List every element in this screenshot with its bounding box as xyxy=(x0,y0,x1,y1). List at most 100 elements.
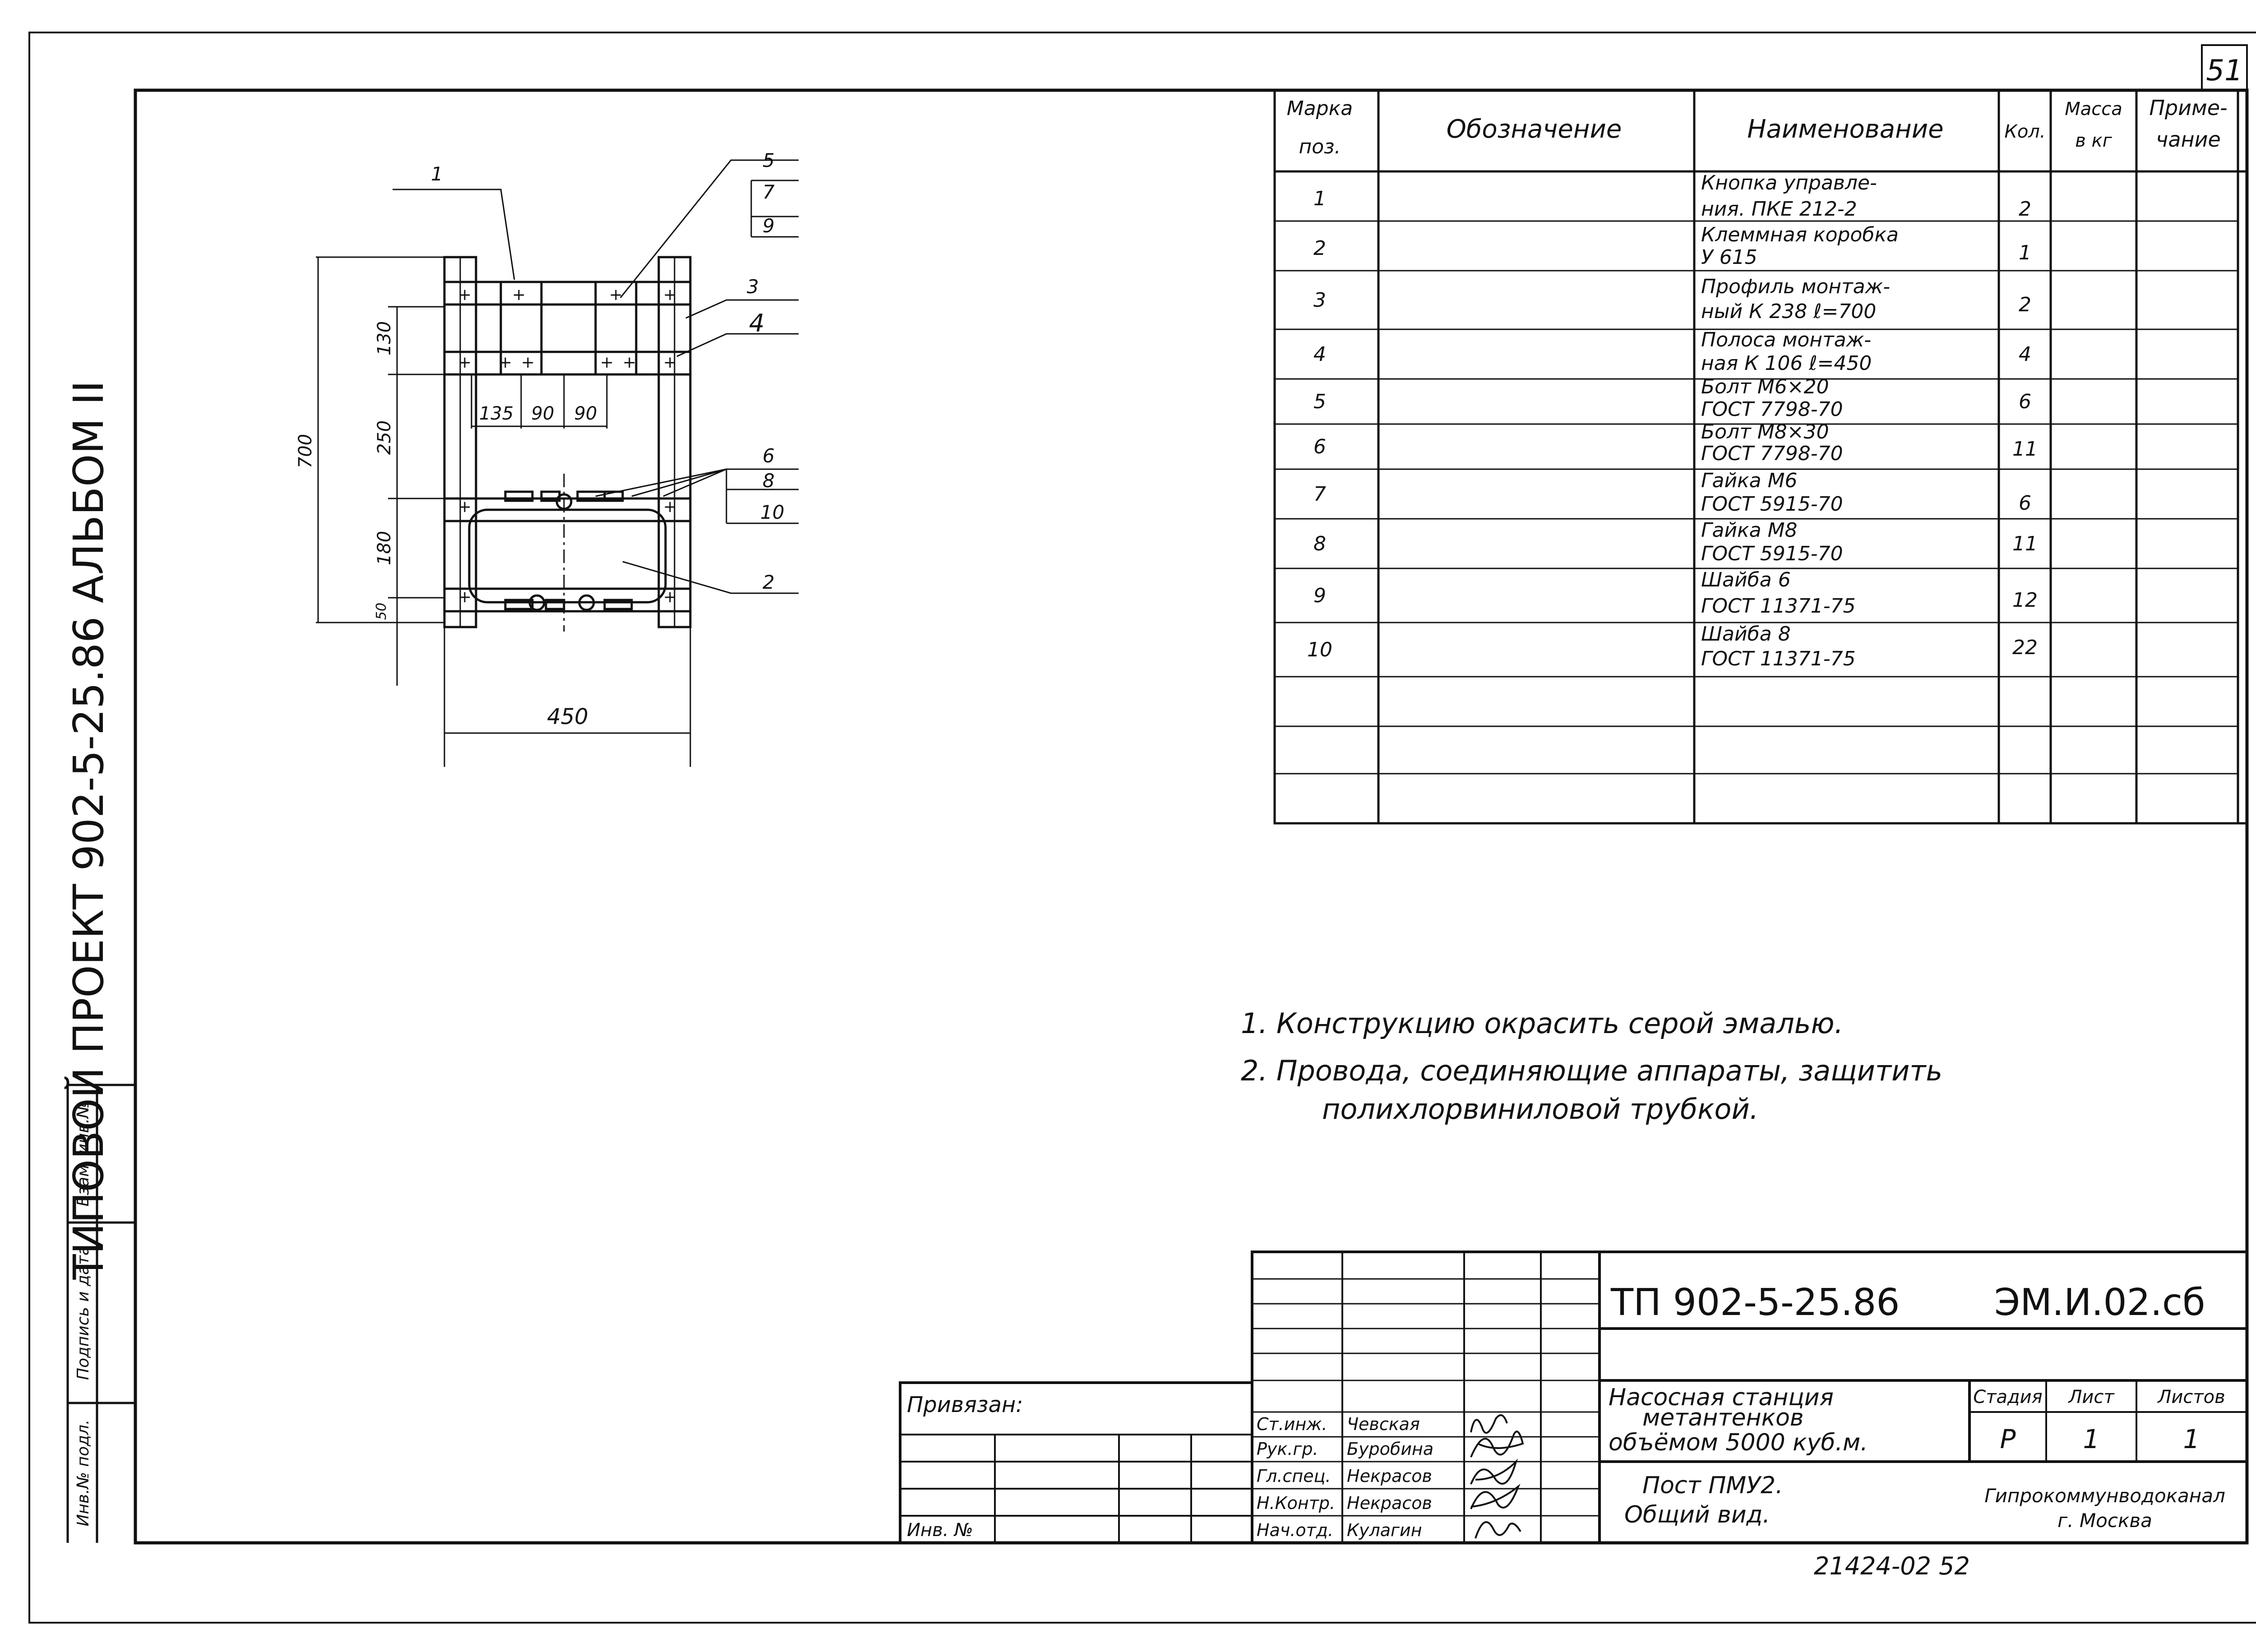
svg-text:+: + xyxy=(521,353,535,372)
table-row: 2 Клеммная коробка У 615 1 xyxy=(1313,223,2031,269)
inv-no-label: Инв. № xyxy=(907,1520,973,1541)
row-qty: 2 xyxy=(2019,198,2031,221)
table-row: 1 Кнопка управле- ния. ПКЕ 212-2 2 xyxy=(1313,171,2031,221)
stamp-signature-date: Подпись и дата xyxy=(74,1246,92,1380)
sheet-label: Лист xyxy=(2067,1387,2115,1407)
table-row: 5 Болт М6×20 ГОСТ 7798-70 6 xyxy=(1313,375,2031,421)
note-2-cont: полихлорвиниловой трубкой. xyxy=(1322,1093,1758,1126)
svg-text:+: + xyxy=(458,498,472,516)
svg-text:+: + xyxy=(663,588,677,606)
stage-value: Р xyxy=(2000,1424,2016,1454)
row-name-line1: Полоса монтаж- xyxy=(1701,328,1871,351)
callout-4: 4 xyxy=(749,309,764,337)
spec-table: Марка поз. Обозначение Наименование Кол.… xyxy=(1273,89,2248,825)
signature-2 xyxy=(1470,1431,1524,1458)
stamp-inv-podl: Инв.№ подл. xyxy=(74,1420,92,1527)
row-pos: 7 xyxy=(1313,483,1326,506)
row-pos: 9 xyxy=(1313,584,1326,607)
sheet-value: 1 xyxy=(2083,1424,2100,1454)
row-qty: 11 xyxy=(2012,532,2038,555)
callout-5: 5 xyxy=(763,149,775,171)
row-qty: 4 xyxy=(2019,343,2031,366)
row-pos: 5 xyxy=(1313,390,1326,413)
sheet-code: ЭМ.И.02.сб xyxy=(1994,1281,2205,1324)
object-line-3: объёмом 5000 куб.м. xyxy=(1609,1429,1868,1456)
row-name-line2: ГОСТ 7798-70 xyxy=(1701,398,1843,421)
callout-9: 9 xyxy=(763,215,775,237)
row-name-line2: ная К 106 ℓ=450 xyxy=(1701,352,1872,375)
table-row: 3 Профиль монтаж- ный К 238 ℓ=700 2 xyxy=(1313,275,2031,323)
svg-text:+: + xyxy=(458,588,472,606)
sheets-value: 1 xyxy=(2183,1424,2200,1454)
header-name: Наименование xyxy=(1747,115,1943,144)
svg-text:+: + xyxy=(663,353,677,372)
dim-50: 50 xyxy=(374,603,389,620)
svg-text:+: + xyxy=(499,353,512,372)
role-row: Н.Контр. Некрасов xyxy=(1257,1493,1432,1513)
row-pos: 8 xyxy=(1313,532,1326,555)
row-qty: 22 xyxy=(2012,636,2038,659)
table-row: 10 Шайба 8 ГОСТ 11371-75 22 xyxy=(1307,623,2038,670)
callout-2: 2 xyxy=(763,571,775,593)
header-note-1: Приме- xyxy=(2149,96,2227,120)
row-name-line2: ный К 238 ℓ=700 xyxy=(1701,300,1876,323)
callout-6: 6 xyxy=(763,445,775,467)
role-name: Некрасов xyxy=(1347,1493,1432,1513)
svg-text:+: + xyxy=(458,353,472,372)
row-pos: 6 xyxy=(1313,435,1326,458)
signature-5 xyxy=(1475,1521,1521,1539)
role-row: Ст.инж. Чевская xyxy=(1257,1414,1420,1434)
header-mass-2: в кг xyxy=(2075,130,2112,151)
object-line-2: метантенков xyxy=(1642,1404,1804,1431)
row-pos: 10 xyxy=(1307,638,1332,661)
dim-180: 180 xyxy=(374,531,395,565)
object-line-1: Насосная станция xyxy=(1609,1384,1834,1411)
table-row: 8 Гайка М8 ГОСТ 5915-70 11 xyxy=(1313,519,2038,565)
callout-3: 3 xyxy=(747,276,759,298)
note-2: 2. Провода, соединяющие аппараты, защити… xyxy=(1241,1054,1942,1087)
sheet-title-line-2: Общий вид. xyxy=(1624,1501,1770,1528)
role-label: Рук.гр. xyxy=(1257,1439,1318,1459)
row-name-line1: Гайка М6 xyxy=(1701,469,1798,492)
table-row: 7 Гайка М6 ГОСТ 5915-70 6 xyxy=(1313,469,2031,516)
row-name-line1: Клеммная коробка xyxy=(1701,223,1899,246)
dim-90-a: 90 xyxy=(532,403,555,424)
header-designation: Обозначение xyxy=(1447,115,1622,144)
row-name-line1: Профиль монтаж- xyxy=(1701,275,1890,298)
sheet-outline xyxy=(28,32,2256,1624)
svg-text:+: + xyxy=(609,286,623,304)
role-name: Буробина xyxy=(1347,1439,1433,1459)
sheets-label: Листов xyxy=(2157,1387,2225,1407)
role-row: Рук.гр. Буробина xyxy=(1257,1439,1433,1459)
svg-text:+: + xyxy=(663,498,677,516)
page-number: 51 xyxy=(2206,54,2242,88)
row-name-line2: У 615 xyxy=(1701,246,1757,269)
stage-label: Стадия xyxy=(1973,1387,2042,1407)
inner-frame xyxy=(134,88,2249,1545)
svg-text:+: + xyxy=(458,286,472,304)
role-name: Чевская xyxy=(1347,1414,1420,1434)
row-name-line2: ГОСТ 5915-70 xyxy=(1701,542,1843,565)
role-name: Кулагин xyxy=(1347,1520,1422,1540)
privyazan-label: Привязан: xyxy=(907,1392,1023,1417)
dim-250: 250 xyxy=(374,420,395,455)
svg-text:+: + xyxy=(663,286,677,304)
row-qty: 2 xyxy=(2019,293,2031,316)
row-qty: 6 xyxy=(2019,492,2031,515)
row-name-line1: Кнопка управле- xyxy=(1701,171,1877,194)
row-qty: 6 xyxy=(2019,390,2031,413)
header-mass-1: Масса xyxy=(2065,99,2122,120)
role-row: Нач.отд. Кулагин xyxy=(1257,1520,1422,1540)
signature-4 xyxy=(1470,1483,1521,1509)
svg-text:+: + xyxy=(623,353,636,372)
signature-3 xyxy=(1470,1458,1518,1485)
row-name-line2: ГОСТ 11371-75 xyxy=(1701,647,1856,670)
svg-text:+: + xyxy=(512,286,526,304)
signatures xyxy=(1470,1414,1524,1539)
role-label: Гл.спец. xyxy=(1257,1466,1331,1486)
svg-text:+: + xyxy=(600,353,614,372)
dim-700: 700 xyxy=(295,434,316,468)
dim-450: 450 xyxy=(547,704,588,729)
note-1: 1. Конструкцию окрасить серой эмалью. xyxy=(1241,1007,1843,1040)
